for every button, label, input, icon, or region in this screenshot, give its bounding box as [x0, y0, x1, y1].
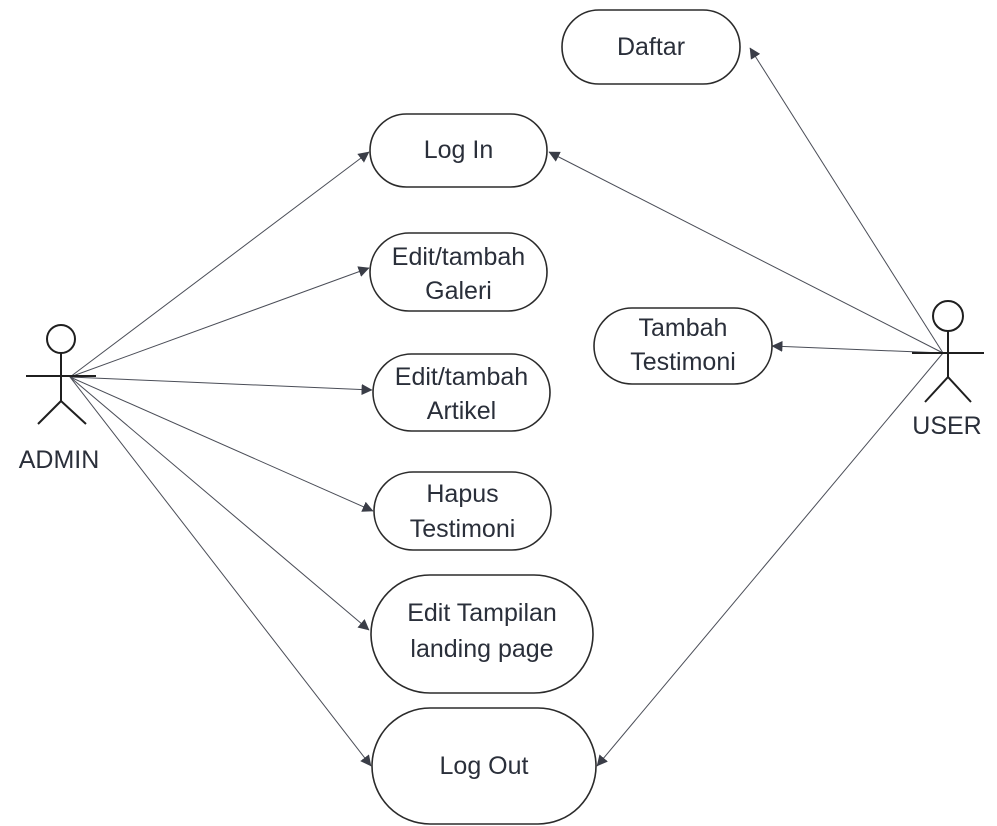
use-case-login[interactable]: Log In [369, 113, 548, 188]
use-case-edit-tampilan-line-2: landing page [410, 635, 553, 663]
actor-user[interactable]: USER [912, 300, 984, 440]
association-admin-to-logout [69, 376, 372, 767]
use-case-edit-tampilan[interactable]: Edit Tampilan landing page [370, 574, 594, 694]
use-case-daftar[interactable]: Daftar [561, 9, 741, 85]
use-case-hapus-testimoni-line-1: Hapus [426, 480, 498, 508]
association-lines [69, 47, 944, 767]
use-case-tambah-testimoni-line-2: Testimoni [630, 348, 736, 376]
use-case-edit-galeri-line-1: Edit/tambah [392, 243, 525, 271]
association-admin-to-hapus-testimoni [69, 376, 374, 512]
use-case-edit-artikel[interactable]: Edit/tambah Artikel [372, 353, 551, 432]
use-case-tambah-testimoni[interactable]: Tambah Testimoni [593, 307, 773, 385]
association-admin-to-edit-artikel [69, 376, 373, 396]
association-admin-to-edit-galeri [69, 266, 370, 378]
association-admin-to-edit-tampilan [69, 376, 370, 631]
use-case-edit-galeri[interactable]: Edit/tambah Galeri [369, 232, 548, 312]
actor-user-label: USER [912, 412, 981, 440]
association-user-to-login [548, 151, 944, 354]
use-case-tambah-testimoni-line-1: Tambah [639, 314, 728, 342]
stick-figure-icon [26, 324, 96, 425]
use-case-hapus-testimoni[interactable]: Hapus Testimoni [373, 471, 552, 551]
association-user-to-tambah-testimoni [771, 340, 944, 354]
association-user-to-daftar [749, 47, 944, 354]
use-case-edit-artikel-line-1: Edit/tambah [395, 363, 528, 391]
use-case-logout-label: Log Out [440, 752, 529, 780]
use-case-login-label: Log In [424, 136, 494, 164]
use-case-edit-galeri-line-2: Galeri [425, 277, 492, 305]
use-case-daftar-label: Daftar [617, 33, 685, 61]
use-case-logout[interactable]: Log Out [371, 707, 597, 825]
actor-admin[interactable]: ADMIN [19, 324, 100, 474]
actor-admin-label: ADMIN [19, 446, 100, 474]
stick-figure-icon [912, 300, 984, 403]
association-user-to-logout [596, 352, 944, 767]
use-case-edit-tampilan-line-1: Edit Tampilan [407, 599, 557, 627]
association-admin-to-login [69, 151, 370, 378]
use-case-edit-artikel-line-2: Artikel [427, 397, 496, 425]
use-case-hapus-testimoni-line-2: Testimoni [410, 515, 516, 543]
